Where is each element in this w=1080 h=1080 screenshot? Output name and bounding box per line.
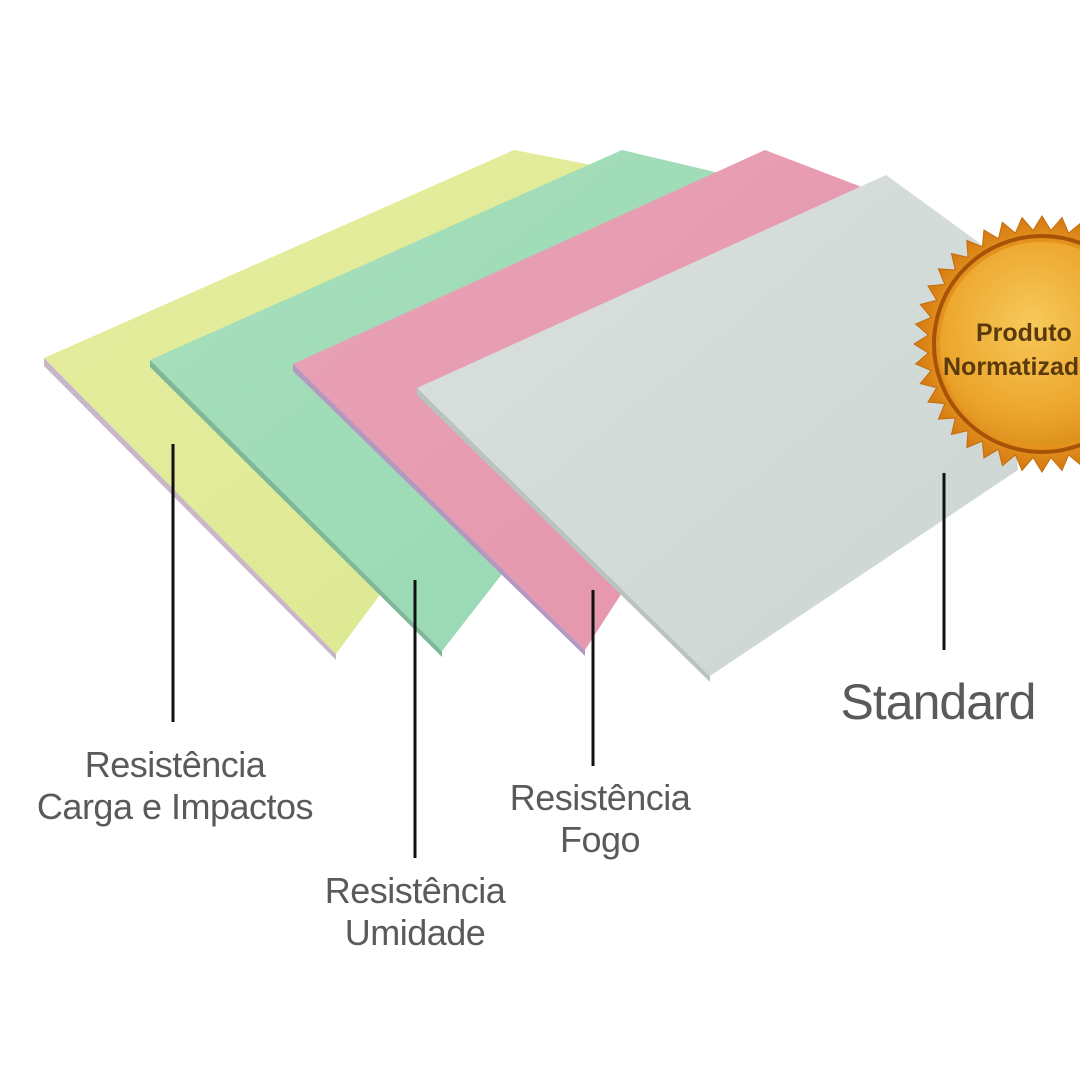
seal-line-1: Produto (976, 319, 1072, 347)
label-standard: Standard (828, 672, 1048, 732)
label-fogo-line-2: Fogo (559, 819, 641, 860)
label-carga-impactos: Resistência Carga e Impactos (20, 744, 330, 828)
label-fogo-line-1: Resistência (509, 777, 691, 818)
board-standard (417, 175, 1018, 682)
label-standard-line-1: Standard (840, 674, 1037, 730)
label-umidade: Resistência Umidade (300, 870, 530, 954)
seal-line-2: Normatizado (943, 353, 1080, 381)
label-fogo: Resistência Fogo (495, 777, 705, 861)
label-carga-impactos-line-2: Carga e Impactos (36, 786, 314, 827)
label-umidade-line-1: Resistência (324, 870, 506, 911)
certified-seal-icon: Produto Normatizado (913, 215, 1080, 473)
label-carga-impactos-line-1: Resistência (84, 744, 266, 785)
label-umidade-line-2: Umidade (344, 912, 486, 953)
